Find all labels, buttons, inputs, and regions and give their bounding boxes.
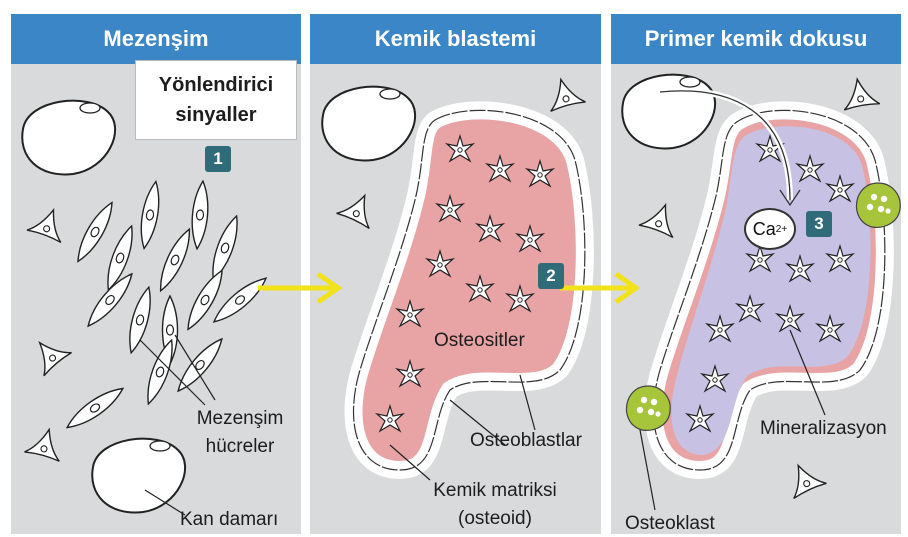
scattered-cell-6 bbox=[782, 458, 826, 499]
scattered-cell-3 bbox=[337, 188, 381, 229]
blood-vessel-icon-2 bbox=[92, 439, 185, 513]
directing-signals-box: Yönlendirici sinyaller bbox=[135, 60, 297, 140]
label-mesenchyme-cells-1: Mezenşim bbox=[185, 408, 295, 430]
label-bone-matrix-2: (osteoid) bbox=[405, 508, 585, 530]
blood-vessel-icon-3 bbox=[322, 87, 415, 161]
blood-vessel-icon-4 bbox=[622, 75, 715, 149]
scattered-cell-4 bbox=[839, 76, 879, 110]
label-bone-matrix-1: Kemik matriksi bbox=[405, 480, 585, 502]
calcium-charge: 2+ bbox=[776, 224, 787, 235]
scattered-cell-5 bbox=[639, 199, 682, 238]
label-mesenchyme-cells-2: hücreler bbox=[185, 436, 295, 458]
scattered-cell-2 bbox=[543, 75, 585, 111]
blood-vessel-icon bbox=[22, 101, 115, 175]
osteoclast-icon bbox=[857, 183, 901, 227]
directing-signals-line1: Yönlendirici bbox=[159, 70, 273, 100]
step-badge-1: 1 bbox=[205, 146, 231, 172]
label-blood-vessel: Kan damarı bbox=[180, 509, 278, 531]
step-badge-2: 2 bbox=[538, 263, 564, 289]
step-badge-3: 3 bbox=[806, 211, 832, 237]
calcium-symbol: Ca bbox=[753, 219, 776, 240]
label-osteoblasts: Osteoblastlar bbox=[470, 430, 582, 452]
osteoclast-icon-2 bbox=[627, 386, 671, 430]
scattered-cells-1 bbox=[25, 204, 72, 461]
label-osteocytes: Osteositler bbox=[434, 330, 525, 352]
mesenchymal-cells bbox=[63, 180, 271, 433]
arrow-right-icon bbox=[258, 274, 338, 302]
label-mineralization: Mineralizasyon bbox=[760, 418, 887, 440]
label-osteoclast: Osteoklast bbox=[625, 513, 715, 535]
directing-signals-line2: sinyaller bbox=[175, 100, 256, 130]
